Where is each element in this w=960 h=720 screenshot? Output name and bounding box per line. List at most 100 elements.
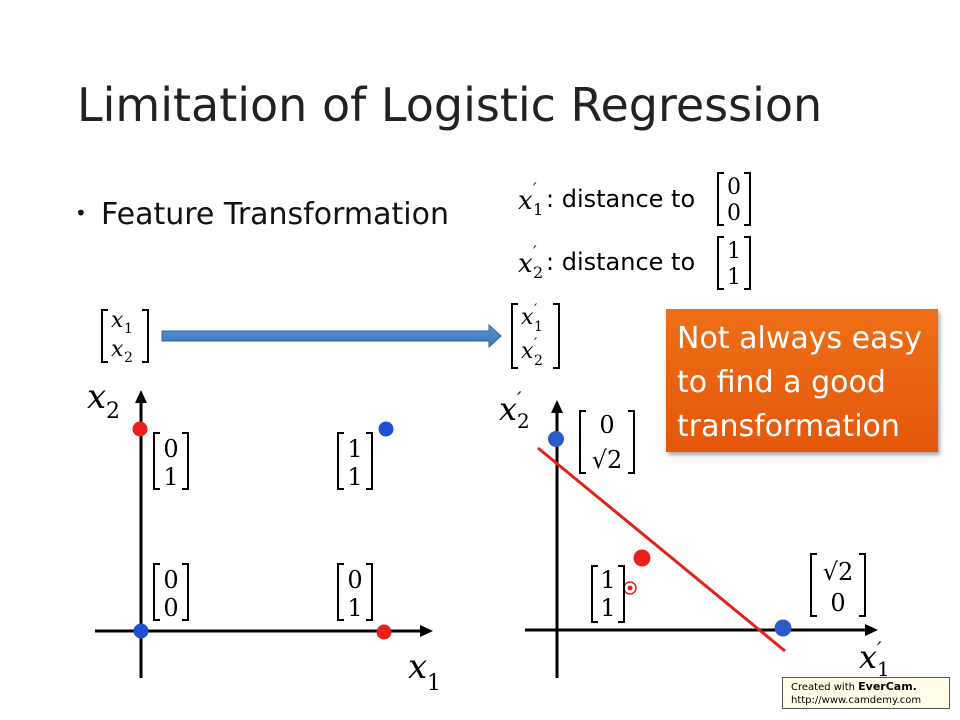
target-bracket-right [553, 303, 560, 369]
left-label-00-bottom: 0 [163, 594, 178, 622]
def1-bracket-left [717, 172, 724, 226]
bracket-left [579, 410, 586, 474]
left-point-10-red [376, 624, 392, 640]
def1-prime: ′ [533, 179, 537, 198]
def1-vec-bottom: 0 [727, 201, 741, 226]
bracket-right [366, 563, 373, 621]
callout-line-2: to find a good [677, 365, 886, 400]
def2-sub: 2 [533, 263, 543, 282]
target-bracket-left [511, 303, 518, 369]
bracket-right [366, 432, 373, 490]
right-ylabel-prime: ′ [517, 387, 522, 411]
source-bottom-sub: 2 [124, 350, 133, 366]
bracket-left [591, 565, 598, 623]
target-top-var: x [521, 305, 534, 330]
source-top-var: x [111, 308, 124, 333]
def2-text: : distance to [546, 248, 695, 276]
def2-vec-top: 1 [727, 239, 741, 264]
right-point-right-blue [774, 619, 792, 637]
watermark-prefix: Created with [791, 682, 859, 693]
left-label-00-top: 0 [163, 566, 178, 594]
right-ylabel-sub: 2 [517, 409, 530, 433]
callout-box: Not always easy to find a good transform… [666, 309, 938, 452]
left-label-00: 0 0 [153, 563, 189, 622]
target-bottom-prime: ′ [534, 336, 538, 352]
decision-boundary-line [537, 446, 786, 653]
right-xlabel-prime: ′ [877, 637, 882, 661]
right-plot: x ′ 2 x ′ 1 0 √2 1 [499, 387, 890, 681]
right-label-middle-bottom: 1 [600, 594, 615, 622]
bracket-left [810, 553, 817, 617]
source-bottom-var: x [111, 337, 124, 362]
right-label-top-bottom: √2 [592, 446, 623, 474]
left-point-00-blue [133, 623, 149, 639]
bracket-right [182, 563, 189, 621]
watermark-url[interactable]: http://www.camdemy.com [791, 695, 922, 706]
source-bracket-right [142, 309, 149, 363]
def2-prime: ′ [533, 242, 537, 261]
left-point-11-blue [378, 421, 394, 437]
transform-arrow-icon [161, 323, 502, 349]
right-ylabel-var: x [499, 390, 517, 428]
left-point-01-red [132, 421, 148, 437]
mapping-source-vector: x 1 x 2 [101, 308, 149, 366]
left-ylabel-var: x [87, 377, 106, 417]
left-xlabel-var: x [408, 647, 427, 687]
def2-bracket-left [717, 236, 724, 290]
right-label-middle: 1 1 [591, 565, 625, 623]
left-label-01-top: 0 [163, 435, 178, 463]
bracket-right [628, 410, 635, 474]
def1-bracket-right [744, 172, 751, 226]
left-label-11: 1 1 [337, 432, 373, 491]
evercam-watermark[interactable]: Created with EverCam. http://www.camdemy… [782, 677, 950, 709]
left-label-11-top: 1 [347, 435, 362, 463]
bracket-right [859, 553, 866, 617]
bracket-right [618, 565, 625, 623]
left-label-10: 0 1 [337, 563, 373, 622]
left-plot: x 2 x 1 0 1 1 1 [87, 377, 441, 696]
bracket-left [337, 432, 344, 490]
bracket-left [153, 432, 160, 490]
def1-vec-top: 0 [727, 175, 741, 200]
left-y-axis-arrow-icon [135, 390, 147, 403]
right-label-right: √2 0 [810, 553, 866, 617]
bullet-item: •Feature Transformation [75, 197, 449, 232]
bracket-left [153, 563, 160, 621]
right-point-red [633, 549, 651, 567]
source-bracket-left [101, 309, 108, 363]
right-label-middle-top: 1 [600, 566, 615, 594]
left-ylabel-sub: 2 [106, 399, 120, 424]
bullet-dot-icon: • [75, 201, 87, 225]
right-label-right-top: √2 [823, 558, 854, 586]
definition-x1-prime: x ′ 1 : distance to 0 0 [518, 172, 751, 226]
right-label-top-top: 0 [599, 411, 614, 439]
target-top-prime: ′ [534, 302, 538, 318]
mapping-target-vector: x ′ 1 x ′ 2 [511, 302, 560, 369]
callout-line-1: Not always easy [677, 321, 922, 356]
right-label-right-bottom: 0 [830, 589, 845, 617]
target-top-sub: 1 [534, 319, 543, 335]
cursor-icon [623, 581, 637, 595]
right-xlabel-sub: 1 [877, 657, 890, 681]
definition-x2-prime: x ′ 2 : distance to 1 1 [518, 236, 751, 290]
target-bottom-sub: 2 [534, 353, 543, 369]
target-bottom-var: x [521, 339, 534, 364]
watermark-line-1: Created with EverCam. [791, 680, 949, 694]
def2-vec-bottom: 1 [727, 265, 741, 290]
right-label-top: 0 √2 [579, 410, 635, 474]
right-xlabel-var: x [859, 638, 877, 676]
right-y-axis-arrow-icon [551, 400, 563, 413]
right-point-top-blue [548, 431, 564, 447]
left-label-10-top: 0 [347, 566, 362, 594]
callout-line-3: transformation [677, 409, 900, 444]
right-x-axis-arrow-icon [865, 624, 878, 636]
def2-var: x [518, 249, 533, 279]
left-x-axis-arrow-icon [420, 625, 433, 637]
left-label-01-bottom: 1 [163, 463, 178, 491]
def2-bracket-right [744, 236, 751, 290]
left-xlabel-sub: 1 [427, 671, 441, 696]
bracket-left [337, 563, 344, 621]
source-top-sub: 1 [124, 321, 133, 337]
